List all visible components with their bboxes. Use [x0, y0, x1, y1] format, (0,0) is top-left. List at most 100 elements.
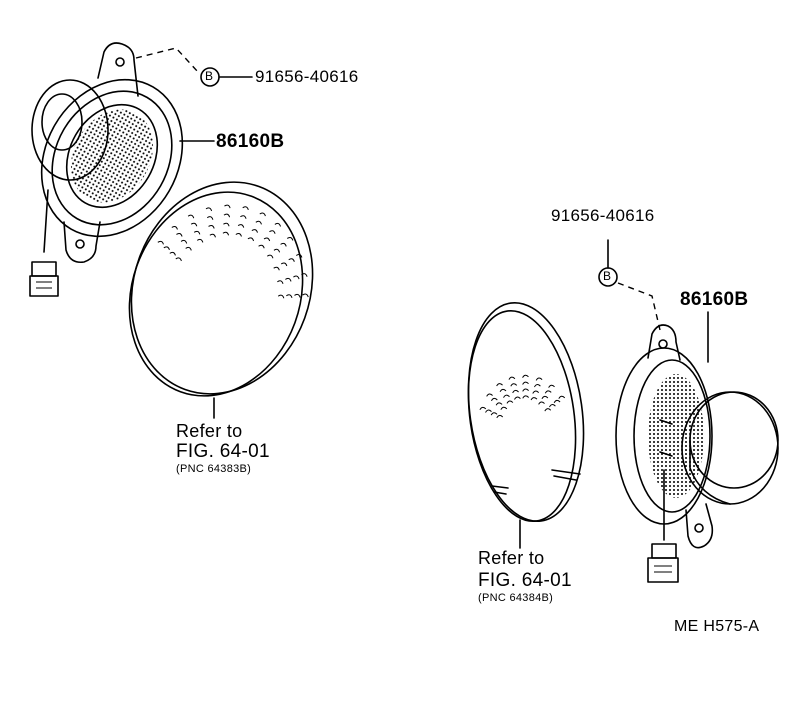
- grille-perforation: [496, 383, 503, 387]
- left-bolt-leader: [135, 47, 199, 73]
- grille-perforation: [274, 222, 281, 227]
- grille-perforation: [269, 230, 276, 234]
- grille-perforation: [512, 389, 519, 394]
- grille-perforation: [185, 246, 192, 251]
- grille-perforation: [541, 395, 549, 400]
- grille-perforation: [196, 238, 204, 243]
- right-bolt-leader: [617, 282, 661, 331]
- grille-perforation: [267, 254, 274, 259]
- grille-perforation: [255, 220, 262, 225]
- grille-perforation: [180, 239, 188, 244]
- grille-perforation: [485, 409, 492, 413]
- grille-perforation: [522, 395, 530, 399]
- grille-perforation: [237, 224, 245, 228]
- grille-perforation: [534, 384, 541, 388]
- grille-perforation: [532, 390, 540, 394]
- right-bolt-marker: B: [603, 269, 612, 283]
- grille-perforation: [286, 294, 293, 299]
- drawing-code: ME H575-A: [674, 618, 760, 635]
- grille-perforation: [553, 399, 561, 404]
- grille-perforation: [506, 400, 514, 404]
- right-speaker: [615, 324, 779, 583]
- grille-perforation: [222, 231, 230, 236]
- grille-perforation: [500, 406, 508, 410]
- grille-perforation: [530, 397, 538, 401]
- grille-perforation: [549, 404, 556, 408]
- grille-perforation: [503, 394, 510, 398]
- grille-perforation: [285, 277, 292, 282]
- left-grille-pnc: (PNC 64383B): [176, 463, 252, 475]
- grille-perforation: [293, 275, 300, 280]
- grille-perforation: [302, 293, 309, 298]
- grille-perforation: [286, 236, 294, 241]
- grille-perforation: [235, 232, 242, 237]
- grille-perforation: [277, 294, 285, 299]
- grille-perforation: [495, 402, 503, 406]
- right-grille-ref-line1: Refer to: [478, 548, 545, 568]
- grille-perforation: [263, 237, 271, 242]
- grille-perforation: [294, 293, 301, 298]
- grille-perforation: [190, 222, 198, 227]
- grille-perforation: [295, 254, 303, 258]
- grille-perforation: [490, 412, 498, 416]
- right-grille: [467, 301, 585, 523]
- left-bolt-marker: B: [205, 69, 214, 83]
- grille-perforation: [175, 257, 182, 262]
- grille-perforation: [522, 388, 529, 392]
- grille-perforation: [209, 233, 216, 238]
- grille-perforation: [508, 376, 516, 380]
- grille-perforation: [205, 207, 213, 212]
- grille-perforation: [544, 390, 552, 394]
- grille-perforation: [288, 258, 295, 262]
- grille-perforation: [242, 206, 249, 211]
- left-grille-ref-line2: FIG. 64-01: [176, 441, 270, 462]
- grille-perforation: [273, 248, 281, 253]
- grille-perforation: [206, 216, 214, 220]
- grille-perforation: [273, 266, 280, 271]
- grille-perforation: [259, 212, 266, 217]
- right-bolt-part-number: 91656-40616: [551, 206, 655, 225]
- grille-perforation: [490, 397, 498, 402]
- grille-perforation: [558, 395, 566, 399]
- left-bolt-marker-circle: [200, 67, 220, 87]
- grille-perforation: [277, 280, 284, 284]
- right-bolt-marker-circle: [598, 267, 618, 287]
- grille-perforation: [258, 244, 265, 249]
- grille-perforation: [171, 225, 178, 230]
- left-grille: [128, 181, 314, 397]
- left-speaker: [29, 42, 184, 297]
- grille-perforation: [514, 396, 521, 400]
- grille-perforation: [163, 246, 170, 251]
- grille-perforation: [301, 273, 308, 277]
- grille-perforation: [538, 401, 545, 405]
- grille-perforation: [522, 381, 529, 385]
- right-speaker-part-number: 86160B: [680, 289, 749, 310]
- grille-perforation: [486, 393, 493, 397]
- grille-perforation: [223, 222, 230, 227]
- grille-perforation: [499, 388, 507, 393]
- grille-perforation: [193, 230, 201, 235]
- grille-perforation: [522, 374, 529, 378]
- grille-perforation: [535, 377, 543, 381]
- grille-perforation: [176, 232, 183, 237]
- left-grille-ref-line1: Refer to: [176, 421, 243, 441]
- grille-perforation: [544, 408, 552, 412]
- grille-perforation: [496, 414, 504, 419]
- left-speaker-part-number: 86160B: [216, 131, 285, 152]
- grille-perforation: [548, 384, 555, 388]
- grille-perforation: [169, 251, 176, 256]
- grille-perforation: [240, 215, 247, 219]
- right-grille-pnc: (PNC 64384B): [478, 592, 554, 604]
- grille-perforation: [247, 237, 255, 242]
- grille-perforation: [251, 229, 258, 233]
- grille-perforation: [510, 383, 518, 387]
- grille-perforation: [280, 242, 287, 247]
- grille-perforation: [224, 204, 231, 209]
- grille-perforation: [479, 406, 487, 411]
- grille-perforation: [280, 262, 288, 267]
- grille-perforation: [208, 224, 215, 229]
- grille-perforation: [187, 214, 195, 219]
- right-grille-ref-line2: FIG. 64-01: [478, 570, 572, 591]
- left-bolt-part-number: 91656-40616: [255, 67, 359, 86]
